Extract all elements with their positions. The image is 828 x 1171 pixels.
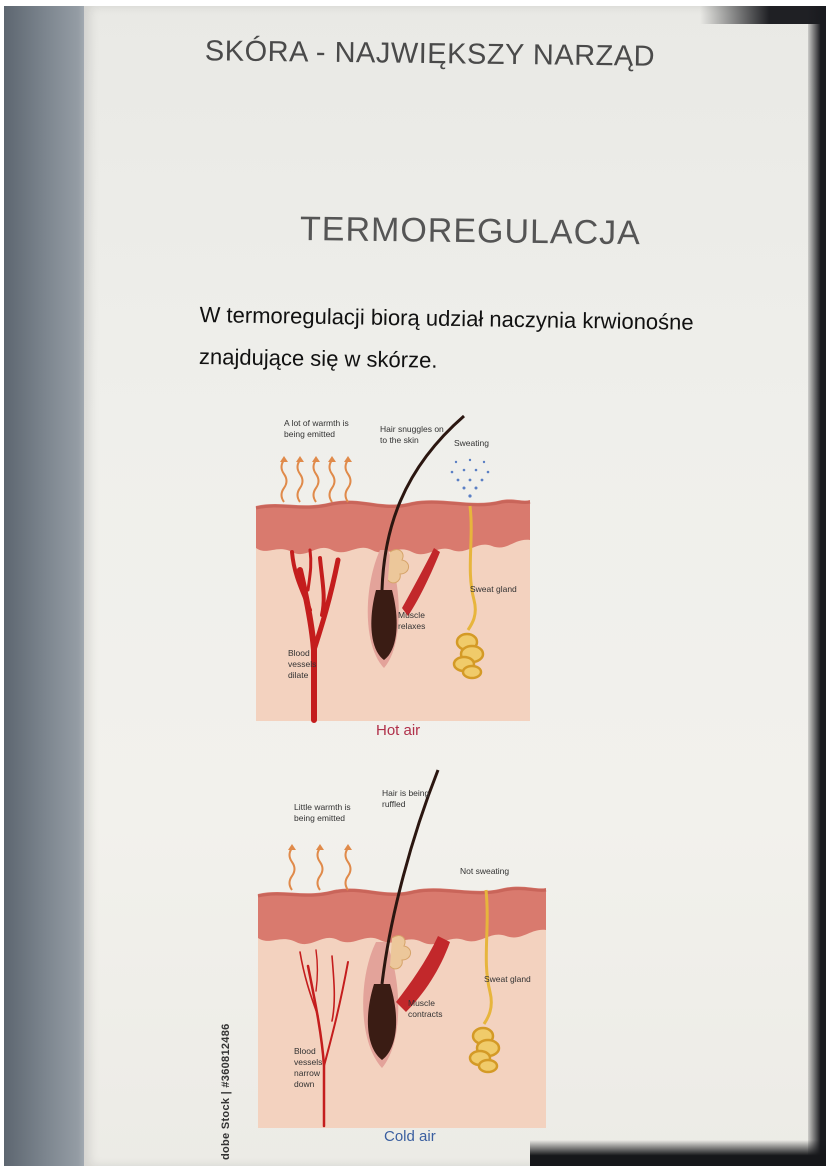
monitor-edge-right xyxy=(808,6,826,1166)
caption-hot-air: Hot air xyxy=(376,722,421,739)
arrector-muscle-cold xyxy=(396,936,450,1012)
skin-surface-line xyxy=(255,499,531,510)
label-warmth-hot: A lot of warmth is being emitted xyxy=(284,418,349,439)
epidermis-layer xyxy=(256,499,530,555)
page-title: SKÓRA - NAJWIĘKSZY NARZĄD xyxy=(204,35,656,73)
hair-root-cold xyxy=(367,984,397,1060)
hair-shaft-cold xyxy=(380,769,440,985)
heat-arrowheads xyxy=(280,456,352,462)
skin-diagram-cold: Little warmth is being emitted Hair is b… xyxy=(254,766,550,1150)
sweat-gland-coil-cold xyxy=(468,1026,501,1074)
label-vessels-hot: Blood vessels dilate xyxy=(288,648,317,680)
label-muscle-cold: Muscle contracts xyxy=(408,998,443,1019)
heat-arrowheads-cold xyxy=(288,844,352,850)
label-hair-hot: Hair snuggles on to the skin xyxy=(380,424,444,445)
sweat-duct-cold xyxy=(482,889,493,1025)
monitor-edge-bottom xyxy=(530,1140,826,1166)
section-heading: TERMOREGULACJA xyxy=(299,210,642,253)
sebaceous-gland-cold xyxy=(389,935,411,970)
epidermis-layer-cold xyxy=(258,886,546,945)
skin-surface-line-cold xyxy=(257,887,547,898)
sweat-droplets xyxy=(450,458,490,498)
sebaceous-gland xyxy=(387,549,409,584)
hair-root xyxy=(371,590,397,660)
sweat-gland-coil xyxy=(452,632,485,680)
sweat-duct xyxy=(466,505,477,631)
watermark-text: dobe Stock | #360812486 xyxy=(220,1023,232,1160)
label-not-sweating-cold: Not sweating xyxy=(460,866,510,876)
blood-vessels-narrow xyxy=(299,949,349,1128)
label-vessels-cold: Blood vessels narrow down xyxy=(294,1046,323,1089)
intro-paragraph: W termoregulacji biorą udział naczynia k… xyxy=(198,301,694,373)
label-sweat-gland-cold: Sweat gland xyxy=(484,974,531,984)
skin-illustration-cold xyxy=(257,769,547,1128)
skin-diagram-hot: A lot of warmth is being emitted Hair sn… xyxy=(252,410,536,744)
skin-illustration-hot xyxy=(255,414,531,723)
heat-waves-cold xyxy=(288,847,352,891)
hair-shaft xyxy=(380,414,465,591)
blood-vessels-dilated xyxy=(290,548,341,723)
monitor-edge-top xyxy=(700,6,826,24)
stock-watermark: dobe Stock | #360812486 xyxy=(220,990,234,1170)
label-muscle-hot: Muscle relaxes xyxy=(398,610,426,631)
label-hair-cold: Hair is being ruffled xyxy=(382,788,430,809)
caption-cold-air: Cold air xyxy=(384,1128,436,1145)
label-sweat-gland-hot: Sweat gland xyxy=(470,584,517,594)
arrector-muscle xyxy=(402,548,440,616)
label-sweating-hot: Sweating xyxy=(454,438,489,448)
heat-waves xyxy=(280,459,352,503)
label-warmth-cold: Little warmth is being emitted xyxy=(294,802,351,823)
